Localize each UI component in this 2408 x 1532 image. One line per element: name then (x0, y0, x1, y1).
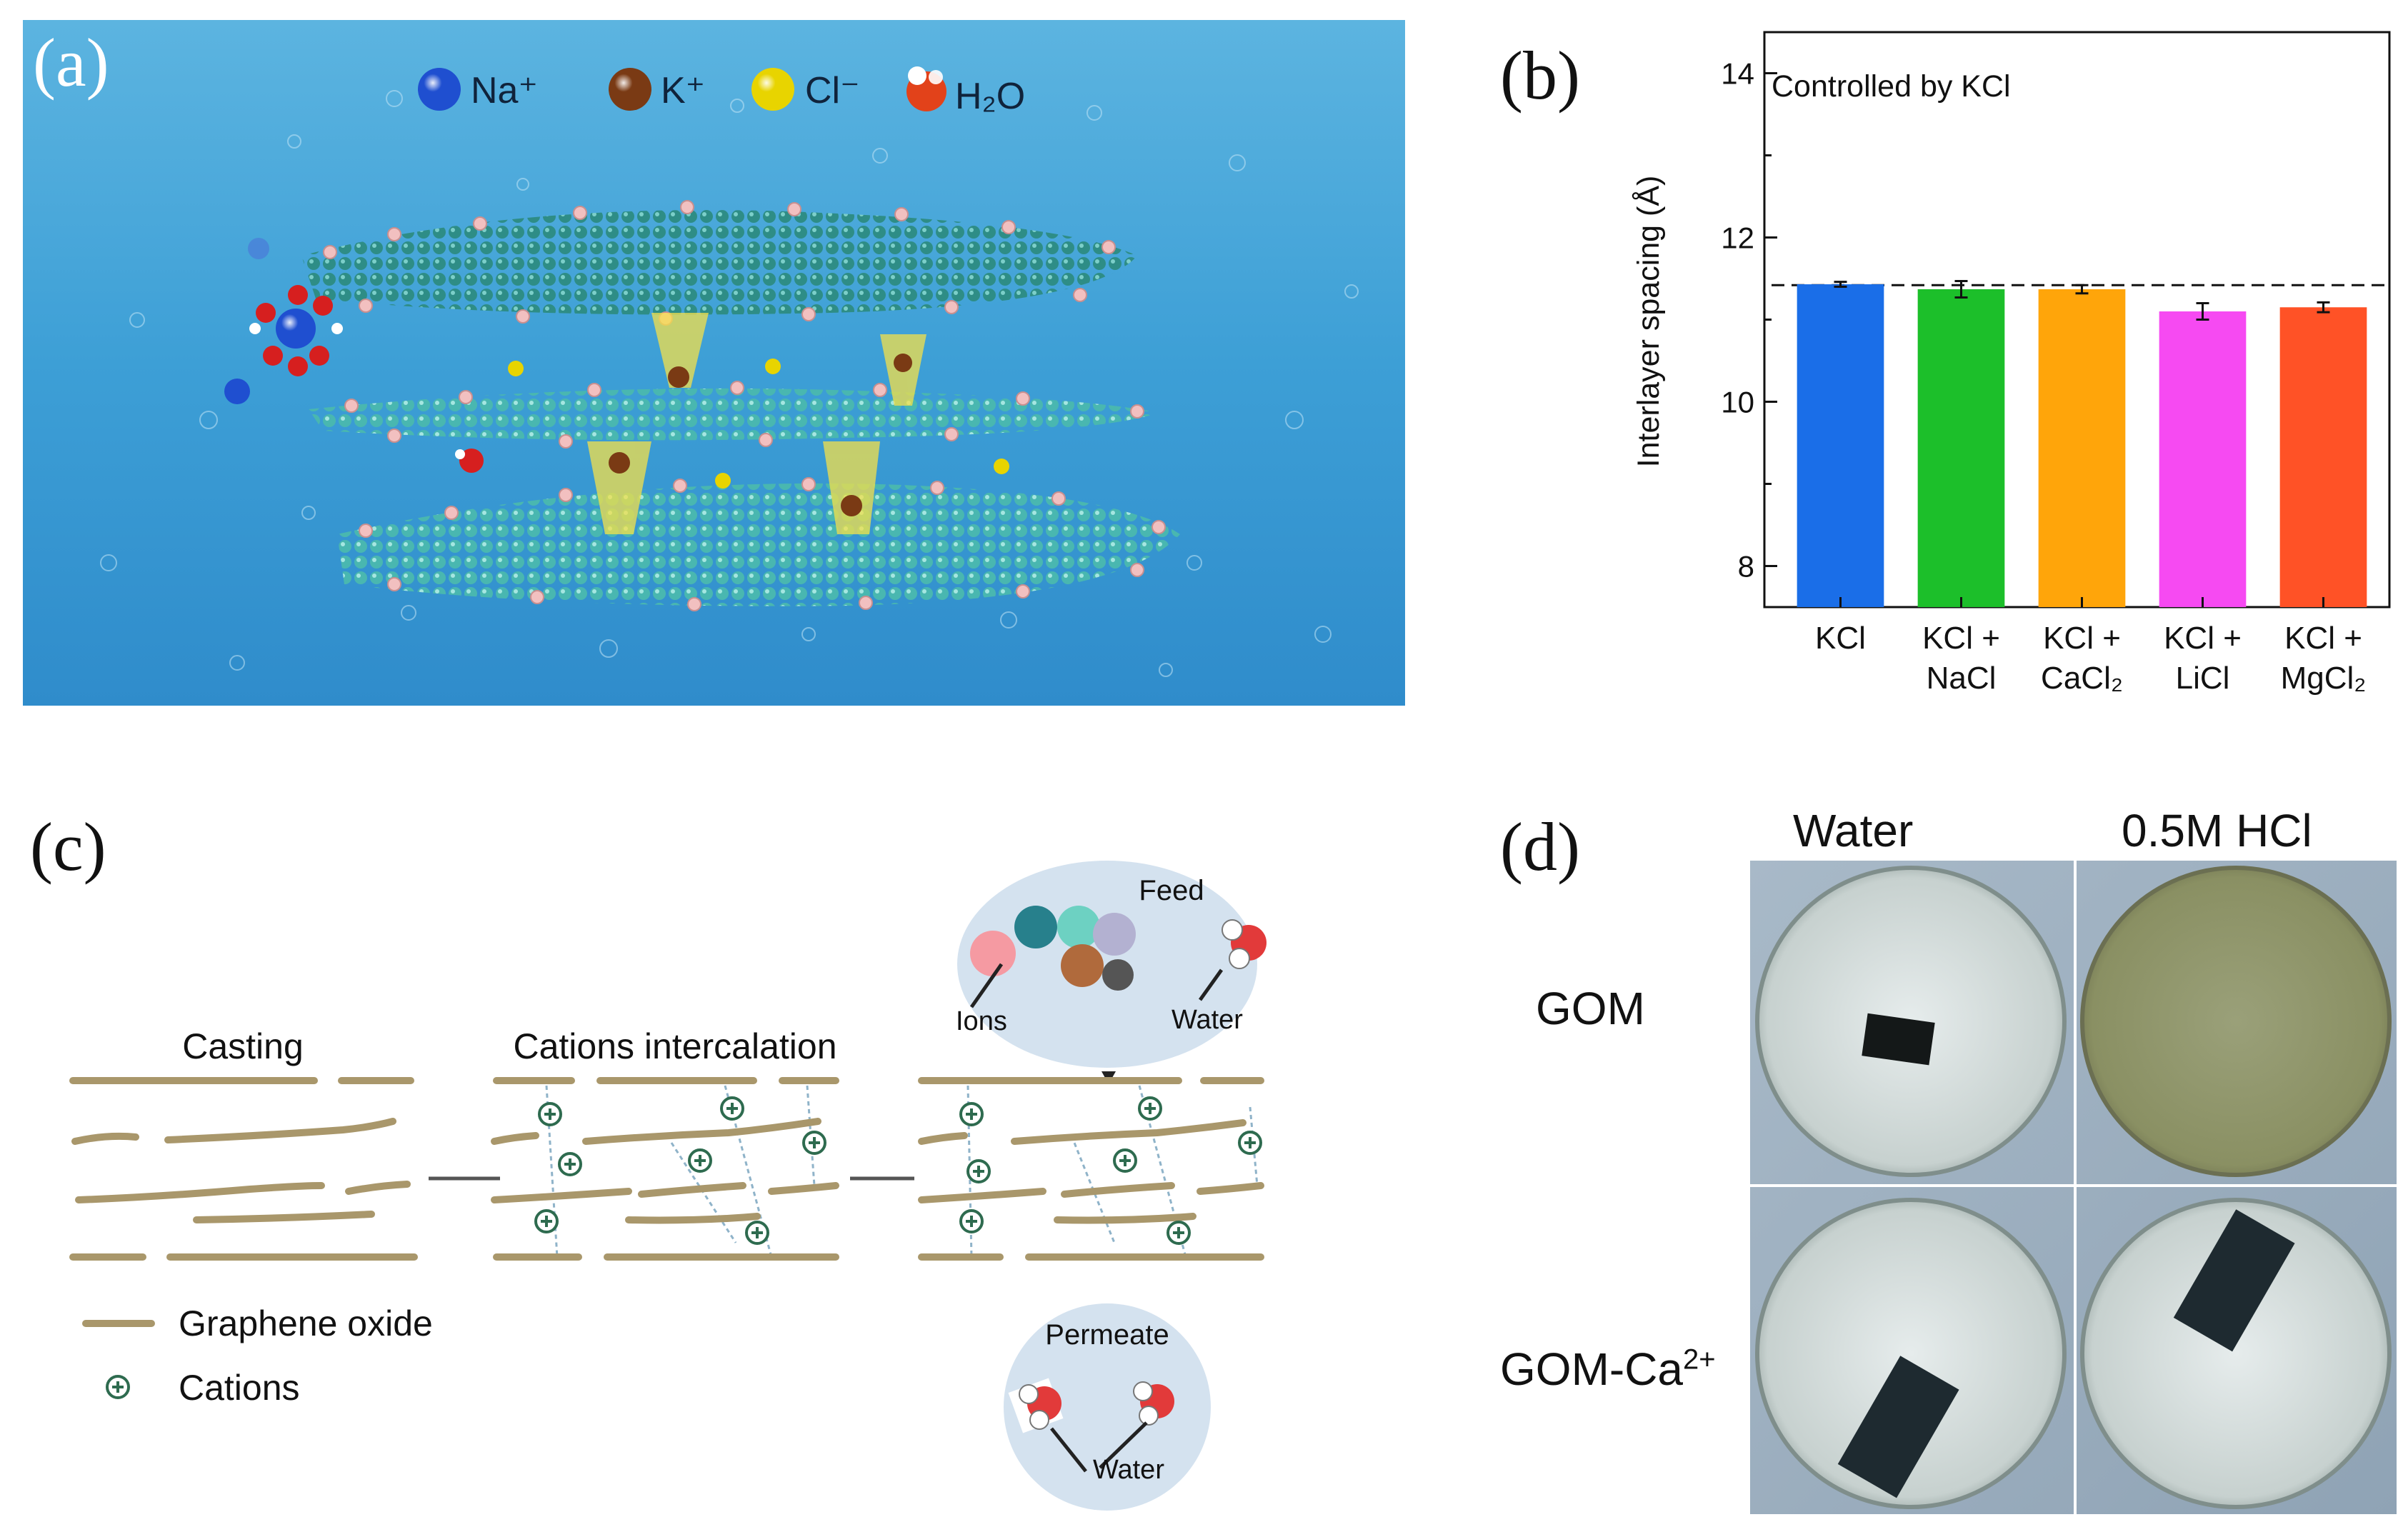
x-tick-label: KCl + (1922, 621, 2000, 656)
feed-bubble (957, 861, 1267, 1068)
casting-label: Casting (182, 1026, 304, 1066)
y-tick-label: 10 (1721, 386, 1754, 419)
x-tick-label: CaCl₂ (2041, 661, 2123, 696)
y-tick-label: 12 (1721, 221, 1754, 255)
x-tick-label: NaCl (1927, 661, 1997, 696)
ion-legend: Na⁺ K⁺ Cl⁻ H₂O (418, 66, 1025, 117)
cation-marker (1138, 1096, 1162, 1121)
panel-label-d: (d) (1500, 808, 1580, 885)
legend-item-h2o: H₂O (906, 66, 1025, 117)
cation-marker (1113, 1148, 1137, 1173)
permeate-label: Permeate (1045, 1319, 1169, 1351)
row-label-gom: GOM (1536, 983, 1645, 1034)
legend-label-cl: Cl⁻ (805, 70, 860, 111)
chart-annotation: Controlled by KCl (1772, 69, 2011, 104)
legend-label-na: Na⁺ (471, 70, 538, 111)
bar (2038, 289, 2126, 607)
dish-gom-water (1755, 866, 2067, 1177)
schematic-legend: Graphene oxide Cations (82, 1303, 433, 1408)
y-tick-label: 14 (1721, 57, 1754, 91)
cation-marker (720, 1096, 744, 1121)
row-label-gom-ca-superscript: 2+ (1683, 1343, 1716, 1376)
x-tick-label: MgCl₂ (2281, 661, 2367, 696)
permeate-bubble (1004, 1303, 1211, 1511)
dish-gomca-water (1755, 1198, 2067, 1509)
graphene-oxide-sheet-middle (309, 388, 1159, 441)
intercalated-stack (491, 1077, 839, 1261)
legend-item-k: K⁺ (609, 68, 705, 111)
cations-intercalation-label: Cations intercalation (513, 1026, 836, 1066)
x-tick-label: KCl + (2043, 621, 2121, 656)
graphene-oxide-sheet-top (301, 210, 1137, 315)
graphene-oxide-sheet-bottom (337, 483, 1180, 606)
panel-a: Na⁺ K⁺ Cl⁻ H₂O (a) (23, 20, 1405, 706)
panel-c: (c) Casting Cations interca (14, 800, 1372, 1514)
petri-dish-photographs (1750, 861, 2397, 1514)
feed-water-label: Water (1171, 1005, 1243, 1035)
x-tick-label: LiCl (2176, 661, 2230, 696)
intercalation-schematic: Casting Cations intercalation (69, 861, 1267, 1511)
bar (1797, 284, 1884, 607)
ions-label: Ions (956, 1006, 1007, 1036)
y-tick-label: 8 (1738, 550, 1754, 584)
cation-marker (1166, 1221, 1191, 1245)
legend-label-h2o: H₂O (955, 76, 1025, 117)
column-header-hcl: 0.5M HCl (2122, 805, 2312, 856)
dish-gom-hcl (2080, 866, 2392, 1177)
bar (2159, 311, 2247, 607)
cation-marker (959, 1102, 984, 1126)
cation-marker (802, 1131, 826, 1155)
bar (2279, 307, 2367, 607)
panel-label-b: (b) (1500, 37, 1580, 114)
cation-marker (688, 1148, 712, 1173)
bar (1917, 289, 2005, 607)
cation-markers (534, 1096, 1262, 1245)
cation-marker (1238, 1131, 1262, 1155)
md-simulation-illustration: Na⁺ K⁺ Cl⁻ H₂O (23, 20, 1405, 706)
cation-marker (534, 1209, 559, 1233)
cation-marker (558, 1152, 582, 1176)
permeate-water-label: Water (1093, 1455, 1164, 1485)
legend-item-cl: Cl⁻ (751, 68, 860, 111)
x-tick-label: KCl (1815, 621, 1866, 656)
panel-label-c: (c) (30, 808, 106, 885)
cation-legend-icon (106, 1375, 130, 1399)
column-header-water: Water (1793, 805, 1914, 856)
cation-marker (745, 1221, 769, 1245)
cation-marker (959, 1209, 984, 1233)
feed-label: Feed (1139, 875, 1204, 906)
x-tick-label: KCl + (2164, 621, 2242, 656)
legend-item-na: Na⁺ (418, 68, 538, 111)
legend-cations: Cations (179, 1368, 300, 1408)
panel-d: (d) Water 0.5M HCl GOM GOM-Ca2+ (1493, 800, 2400, 1514)
row-label-gom-ca-text: GOM-Ca (1500, 1343, 1683, 1395)
cation-marker (966, 1159, 991, 1183)
casting-stack (69, 1077, 418, 1261)
cation-marker (538, 1102, 562, 1126)
legend-label-k: K⁺ (661, 70, 705, 111)
panel-label-a: (a) (33, 24, 109, 101)
row-label-gom-ca: GOM-Ca2+ (1500, 1343, 1716, 1396)
membrane-stack (918, 1077, 1264, 1261)
y-axis-label: Interlayer spacing (Å) (1632, 176, 1666, 468)
x-tick-label: KCl + (2284, 621, 2362, 656)
dish-gomca-hcl (2080, 1198, 2392, 1509)
legend-graphene-oxide: Graphene oxide (179, 1303, 433, 1343)
